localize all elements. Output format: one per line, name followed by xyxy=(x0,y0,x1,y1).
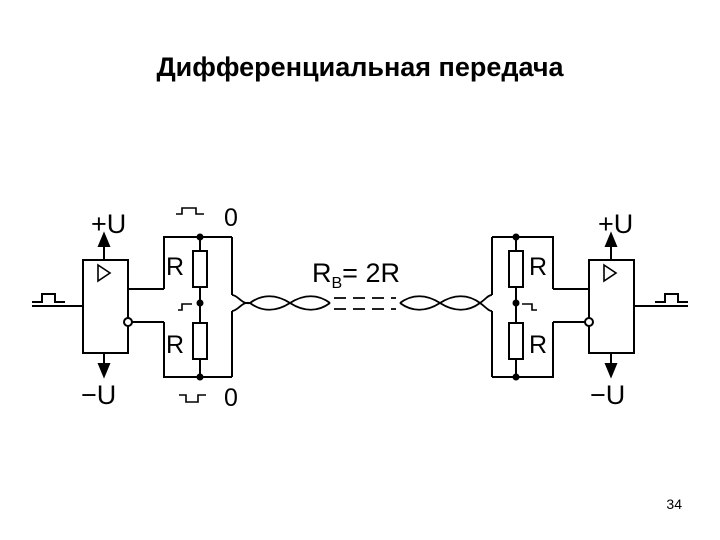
right-resistor-top-label: R xyxy=(529,253,547,281)
left-top-pulse xyxy=(176,207,204,215)
right-supply-pos-label: +U xyxy=(598,209,633,239)
left-mid-pulse xyxy=(178,303,192,311)
twisted-wire-a xyxy=(231,294,493,311)
left-supply-pos-label: +U xyxy=(91,209,126,239)
left-resistor-top-label: R xyxy=(166,253,184,281)
left-transmitter xyxy=(32,231,164,379)
left-inverted-output-icon xyxy=(123,317,133,327)
left-supply-pos-arrow-icon xyxy=(97,231,111,247)
right-resistor-bottom xyxy=(508,322,524,360)
right-resistor-top xyxy=(508,250,524,288)
twisted-pair-line xyxy=(231,294,493,312)
left-termination xyxy=(163,207,233,403)
right-output-pulse xyxy=(655,293,688,303)
left-level-bottom-label: 0 xyxy=(224,384,238,412)
right-receiver-block xyxy=(588,259,635,354)
right-receiver xyxy=(584,231,688,379)
line-resistance-value: = 2R xyxy=(342,258,400,288)
right-inverted-input-icon xyxy=(584,317,594,327)
left-level-top-label: 0 xyxy=(224,204,238,232)
twisted-wire-b xyxy=(231,295,493,312)
left-supply-neg-label: −U xyxy=(81,380,116,410)
left-resistor-bottom-label: R xyxy=(166,331,184,359)
slide-title: Дифференциальная передача xyxy=(156,52,564,82)
right-termination xyxy=(491,233,589,381)
line-resistance-label: RВ= 2R xyxy=(312,258,400,292)
left-driver-block xyxy=(82,259,129,354)
right-resistor-bottom-label: R xyxy=(529,331,547,359)
right-supply-pos-arrow-icon xyxy=(604,231,618,247)
left-driver-triangle-icon xyxy=(97,263,112,283)
right-supply-neg-label: −U xyxy=(590,380,625,410)
line-resistance-symbol: R xyxy=(312,258,332,288)
left-resistor-bottom xyxy=(192,322,208,360)
left-resistor-top xyxy=(192,250,208,288)
left-input-pulse xyxy=(32,293,65,303)
right-supply-neg-arrow-icon xyxy=(604,363,618,379)
right-mid-pulse xyxy=(522,303,537,311)
right-receiver-triangle-icon xyxy=(603,263,618,283)
line-resistance-subscript: В xyxy=(332,275,343,292)
page-number: 34 xyxy=(666,496,682,512)
left-bottom-pulse xyxy=(179,394,206,403)
left-supply-neg-arrow-icon xyxy=(97,363,111,379)
